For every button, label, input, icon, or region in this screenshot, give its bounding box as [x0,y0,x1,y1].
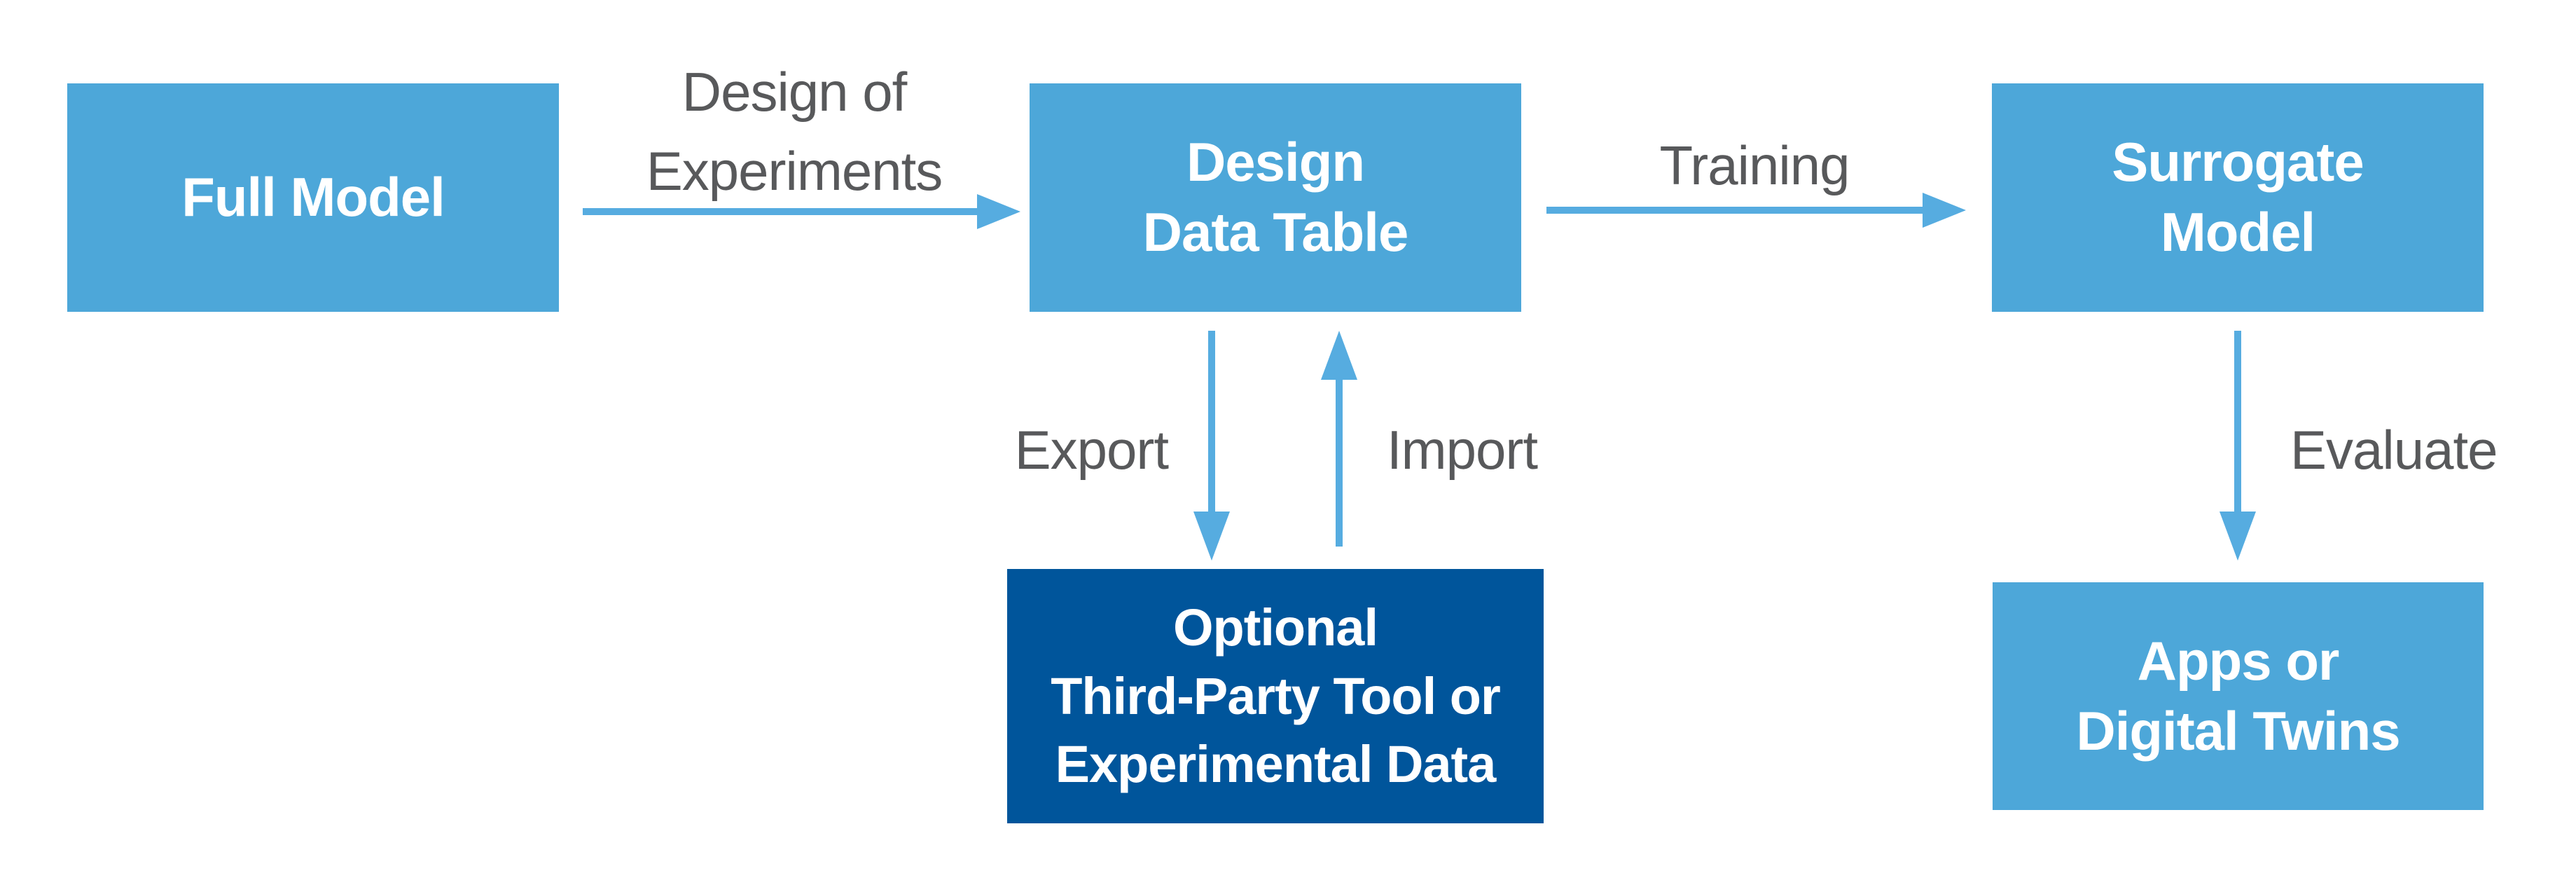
edge-label-training: Training [1659,135,1850,196]
node-apps-digital-twins-label: Apps or Digital Twins [2076,629,2400,762]
arrow-shaft [1336,378,1343,547]
node-design-data-table: Design Data Table [1030,83,1521,312]
arrow-shaft [1208,331,1215,513]
arrow-shaft [583,208,978,215]
arrow-head-up-icon [1321,331,1357,380]
arrow-head-right-icon [1923,193,1966,228]
edge-label-evaluate: Evaluate [2290,419,2498,481]
node-surrogate-model-label: Surrogate Model [2112,131,2364,263]
node-full-model-label: Full Model [181,166,445,228]
node-optional-third-party-label: Optional Third-Party Tool or Experimenta… [1051,598,1501,794]
node-apps-digital-twins: Apps or Digital Twins [1993,582,2484,810]
edge-label-export: Export [1014,419,1169,481]
node-surrogate-model: Surrogate Model [1992,83,2484,312]
arrow-head-down-icon [1193,512,1230,561]
edge-label-import: Import [1387,419,1538,481]
node-optional-third-party: Optional Third-Party Tool or Experimenta… [1007,569,1544,823]
node-design-data-table-label: Design Data Table [1142,131,1409,263]
edge-label-design-of-experiments: Design of Experiments [646,61,943,203]
arrow-shaft [1546,207,1923,214]
node-full-model: Full Model [67,83,559,312]
arrow-shaft [2234,331,2241,513]
arrow-head-down-icon [2220,512,2256,561]
arrow-head-right-icon [977,194,1020,229]
